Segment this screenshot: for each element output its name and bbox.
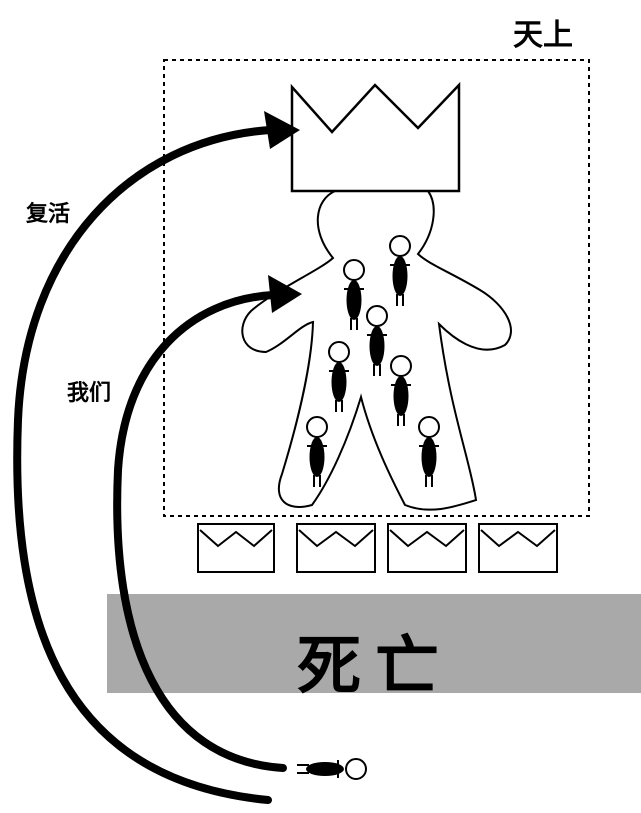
small-crown-1 bbox=[197, 523, 275, 573]
small-crown-3 bbox=[387, 523, 467, 573]
death-label: 死亡 bbox=[297, 630, 453, 704]
we-label: 我们 bbox=[67, 381, 112, 406]
resurrection-arrowhead bbox=[264, 111, 300, 149]
small-crown-2 bbox=[296, 523, 376, 573]
we-arrow bbox=[113, 291, 287, 772]
lying-person-icon bbox=[297, 758, 367, 780]
we-arrowhead bbox=[268, 275, 302, 313]
king-crown bbox=[290, 81, 461, 193]
resurrection-arrow bbox=[13, 126, 274, 804]
small-crown-4 bbox=[478, 523, 558, 573]
heaven-label: 天上 bbox=[513, 18, 573, 53]
resurrection-label: 复活 bbox=[26, 202, 71, 227]
small-crowns bbox=[197, 523, 558, 573]
death-band bbox=[107, 594, 641, 693]
